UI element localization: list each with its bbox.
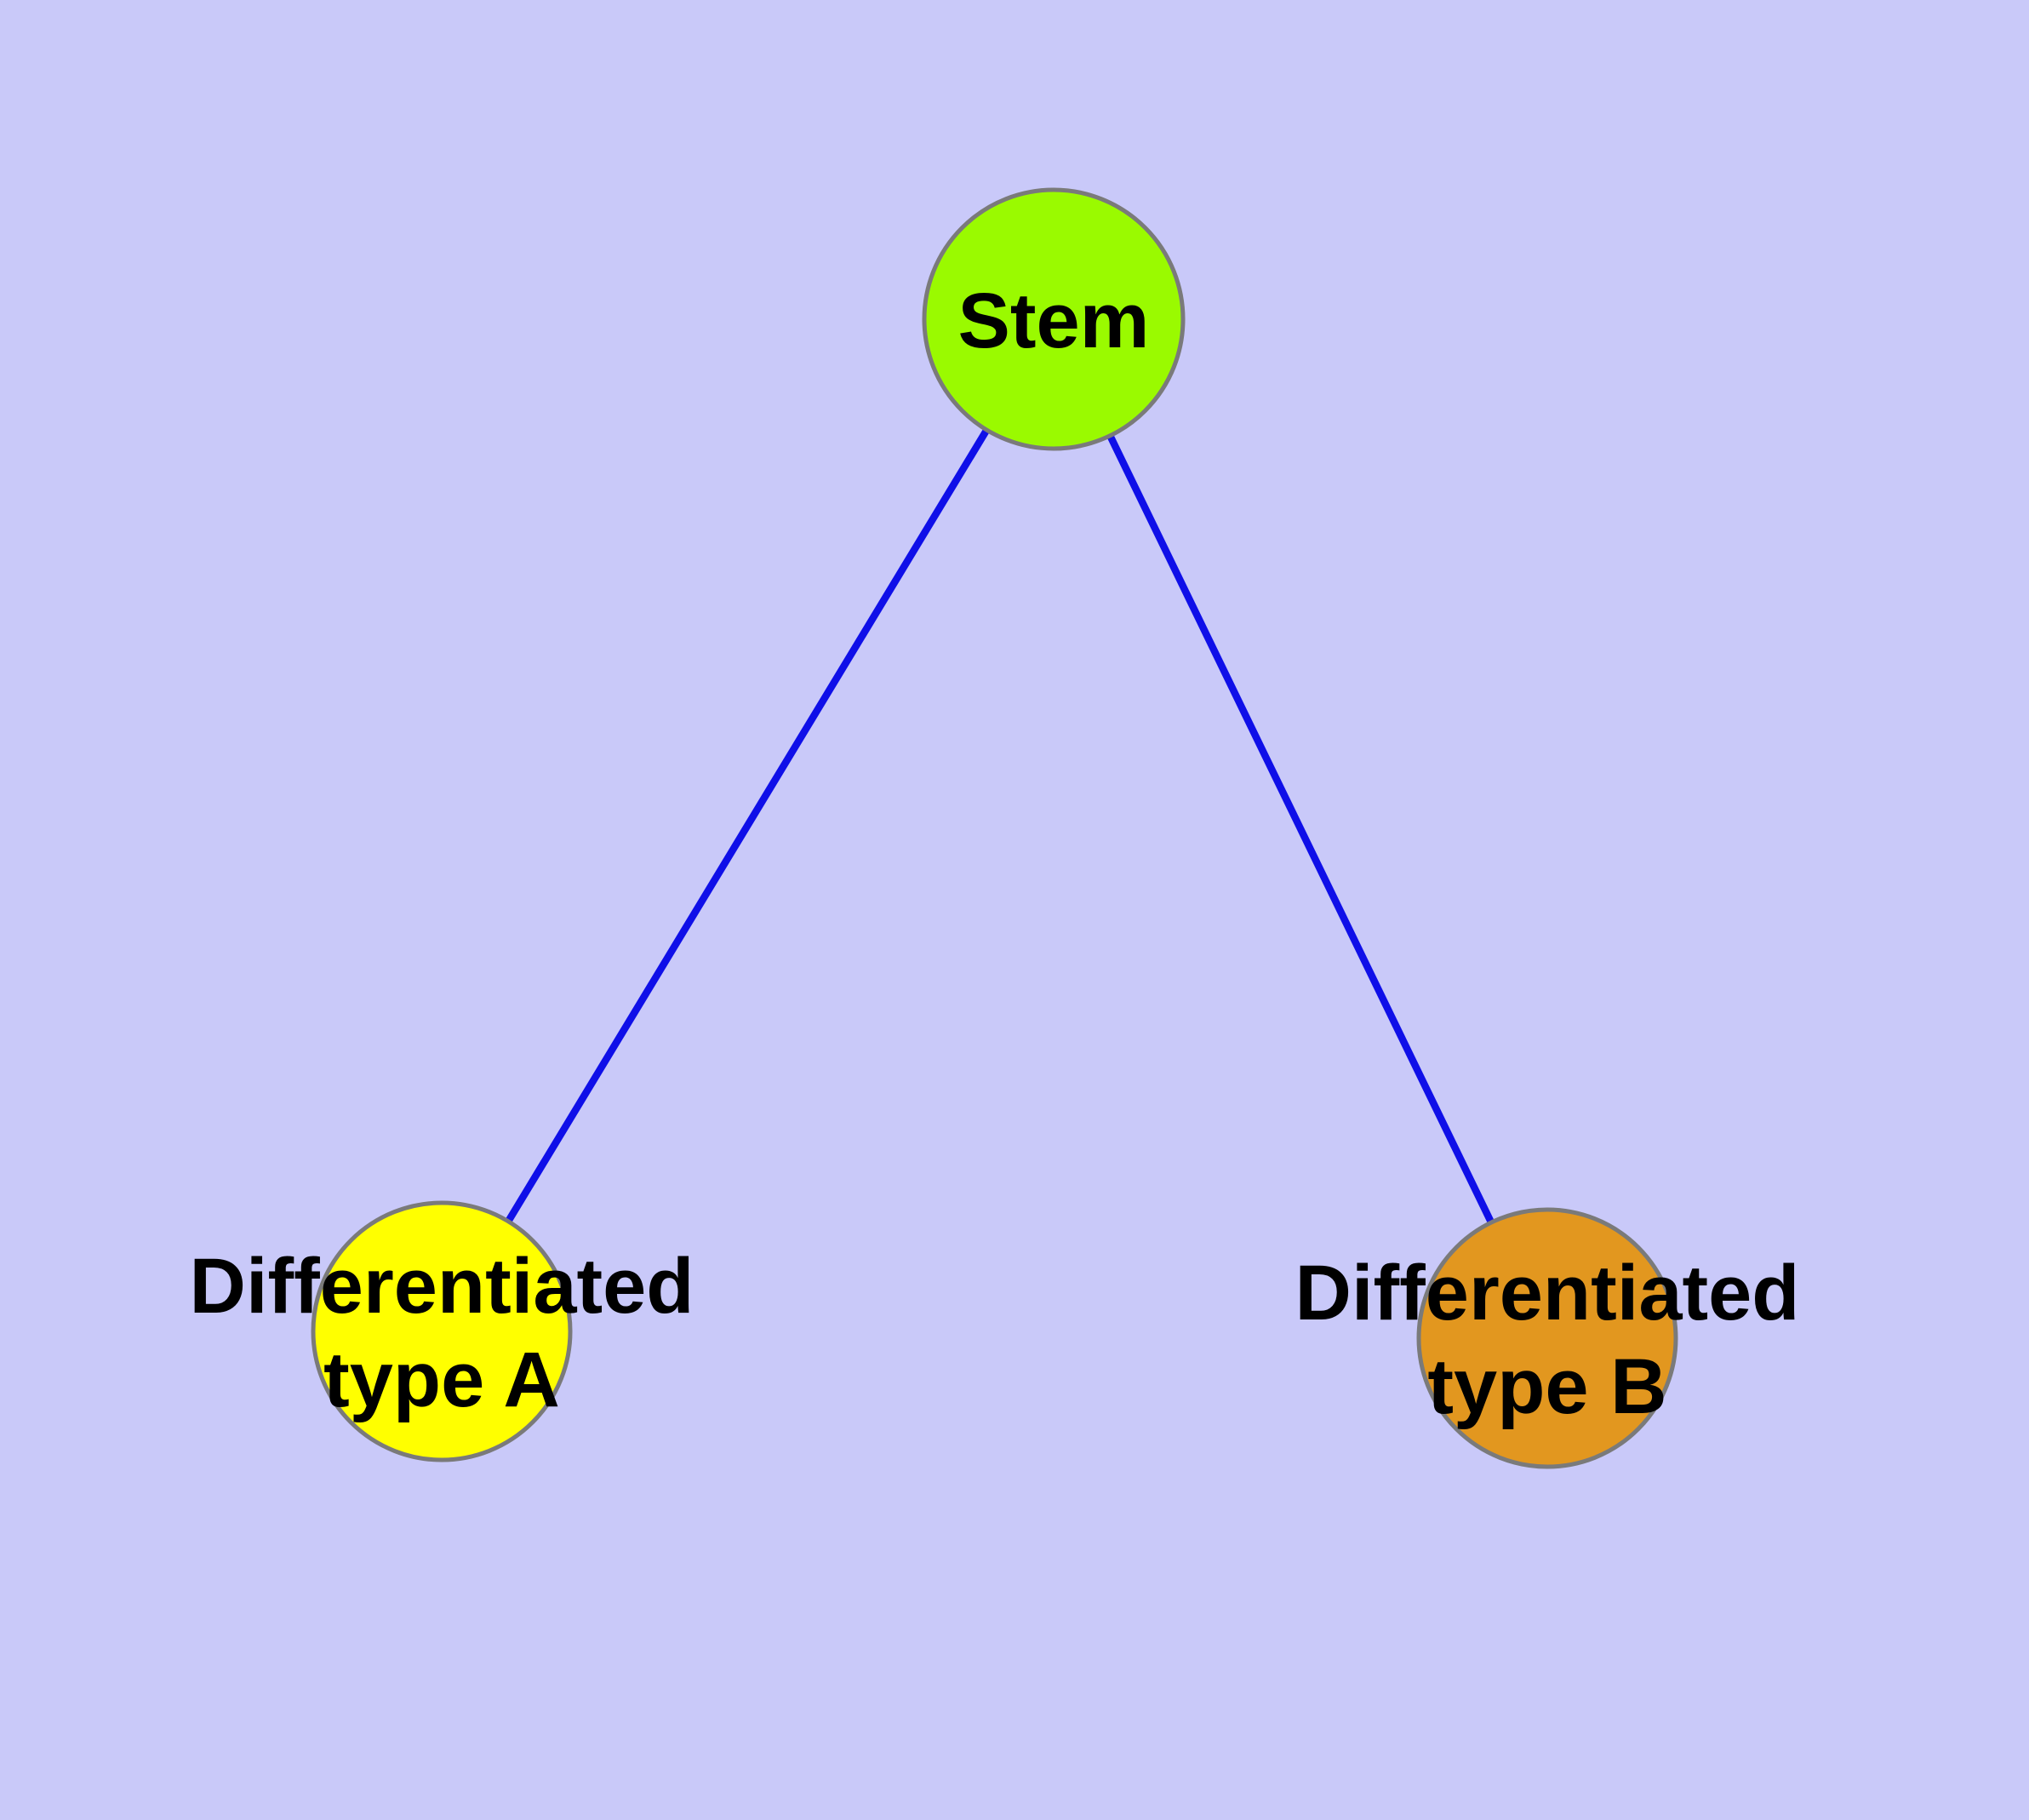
edge-stem-to-type-a [438,317,1057,1334]
edge-stem-to-type-b [1050,318,1551,1340]
node-stem [922,187,1186,451]
node-differentiated-type-b [1416,1207,1678,1469]
node-type-a-label-line1: Differentiated [190,1243,694,1330]
node-type-b-label-line2: type B [1427,1343,1666,1430]
node-type-a-label-line2: type A [323,1336,560,1423]
node-differentiated-type-a [311,1200,573,1462]
node-type-b-label-line1: Differentiated [1295,1250,1800,1336]
node-stem-label: Stem [958,278,1150,364]
